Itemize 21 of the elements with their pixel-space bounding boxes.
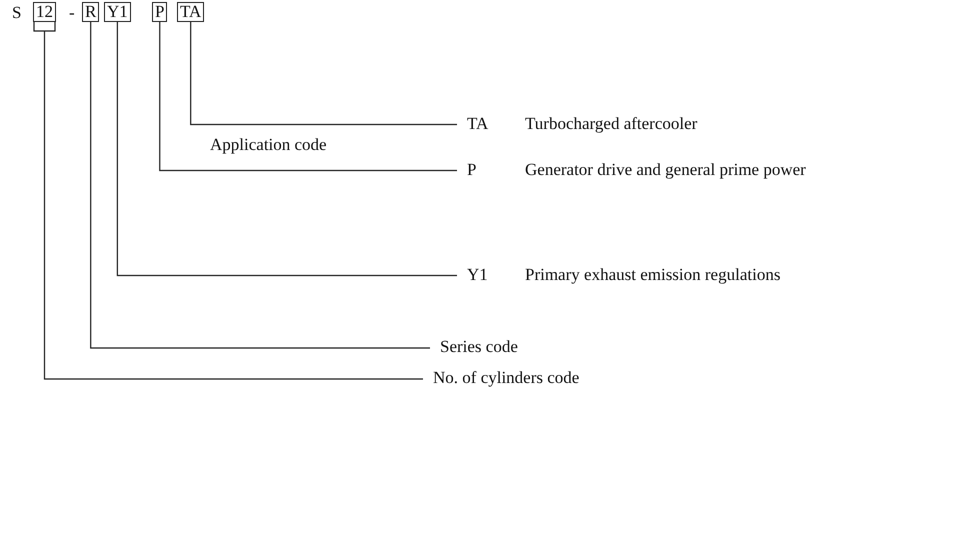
description-text: Turbocharged aftercooler [525, 114, 698, 134]
leader-line [33, 21, 424, 380]
code-letter: S [12, 3, 22, 23]
code-box: TA [177, 2, 204, 22]
group-label: Application code [210, 135, 327, 155]
leader-line [190, 22, 457, 126]
description-text: Primary exhaust emission regulations [525, 265, 780, 285]
code-box: 12 [33, 2, 56, 22]
code-letters: P [467, 160, 476, 179]
leader-line [116, 22, 457, 276]
code-box: P [152, 2, 168, 22]
code-letters: Y1 [467, 265, 488, 284]
description-text: Generator drive and general prime power [525, 160, 806, 180]
code-box: Y1 [104, 2, 131, 22]
code-letters: TA [467, 114, 488, 133]
leader-line [90, 22, 430, 349]
description-text: No. of cylinders code [433, 368, 580, 388]
code-box: R [82, 2, 100, 22]
code-letter: - [69, 3, 75, 23]
leader-line [159, 22, 457, 172]
description-text: Series code [440, 337, 518, 357]
